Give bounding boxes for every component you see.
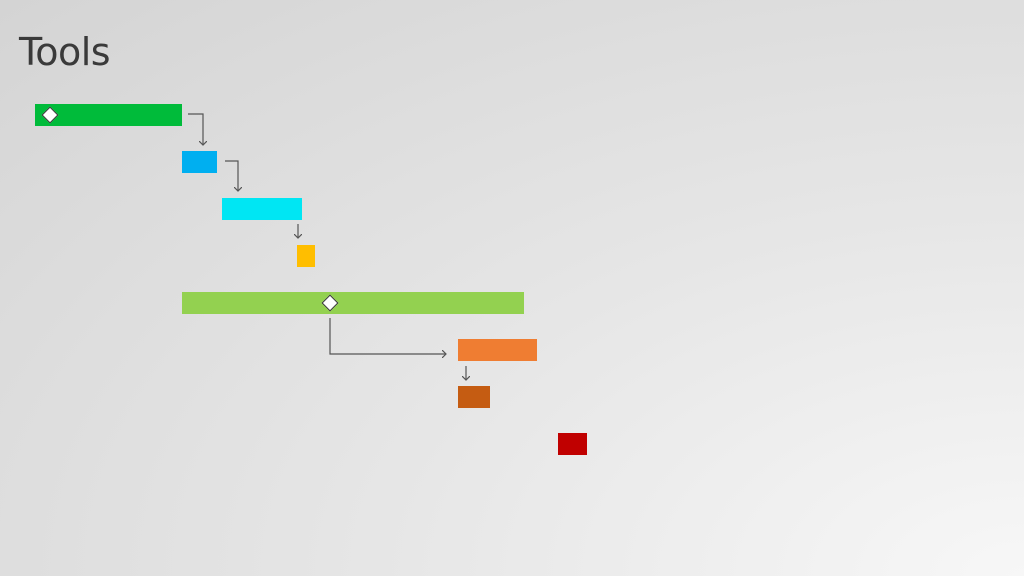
dependency-arrow-2-3 [225, 160, 238, 191]
task-bar-5 [182, 292, 524, 314]
task-bar-3 [222, 198, 302, 220]
dependency-arrow-1-2 [188, 113, 203, 145]
task-bar-6 [458, 339, 537, 361]
task-bar-7 [458, 386, 490, 408]
task-bar-8 [558, 433, 587, 455]
task-bar-4 [297, 245, 315, 267]
task-bar-1 [35, 104, 182, 126]
dependency-arrow-5-6 [329, 318, 446, 354]
slide-title: Tools [19, 30, 111, 74]
task-bar-2 [182, 151, 217, 173]
